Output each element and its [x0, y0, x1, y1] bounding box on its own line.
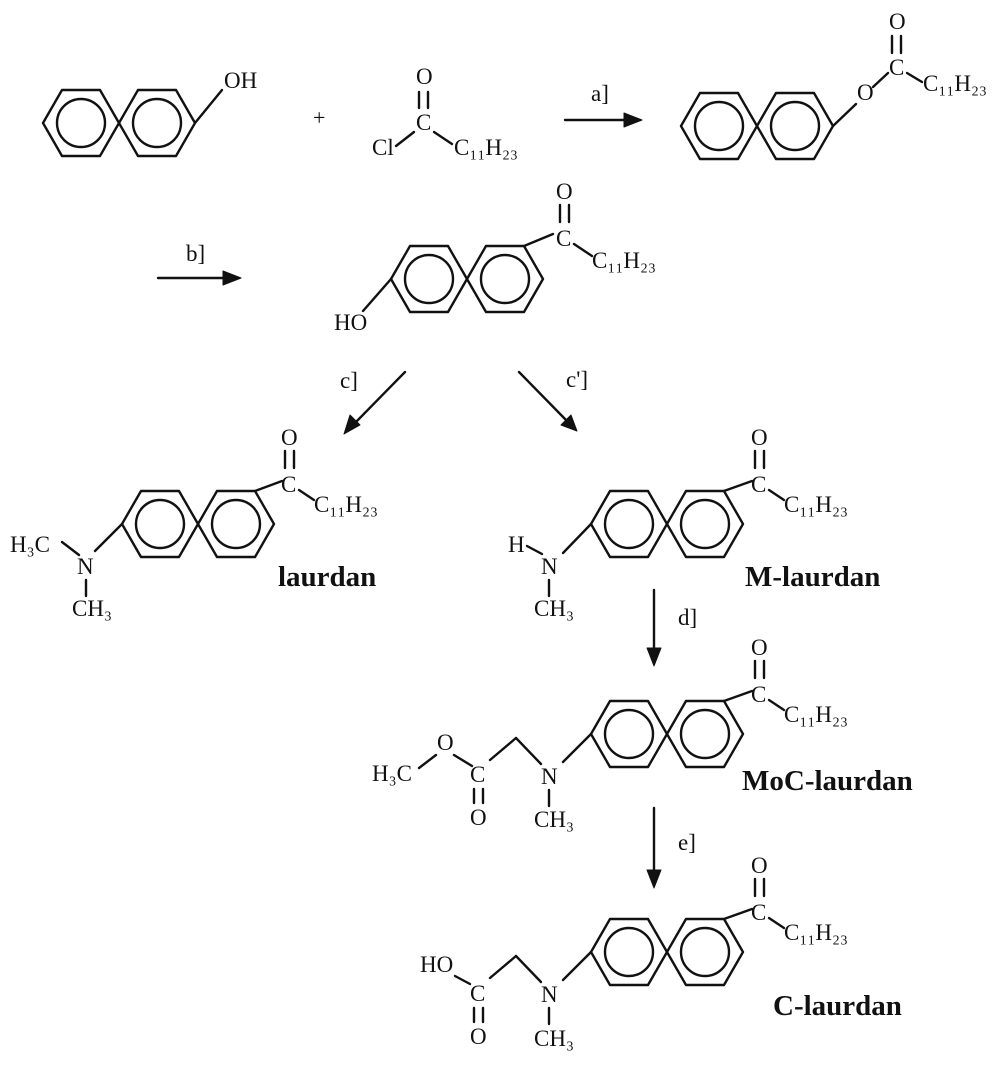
laurdan-ketone-carbon-label: C [281, 472, 296, 497]
c-laurdan-ketone-carbon-label: C [751, 900, 766, 925]
m-laurdan-ketone-oxygen-label: O [751, 425, 768, 450]
hydroxy-naphthyl-ketone: HO C O C₁₁H₂₃ [334, 179, 656, 335]
moc-laurdan-carbonyl-oxygen-label: O [470, 805, 487, 830]
m-laurdan-ketone-carbon-label: C [751, 472, 766, 497]
laurdan-ketone-oxygen-label: O [281, 425, 298, 450]
naphthyl-laurate-ester: O C O C₁₁H₂₃ [679, 9, 987, 161]
laurdan-alkyl-chain-label: C₁₁H₂₃ [314, 492, 378, 517]
m-laurdan-name: M-laurdan [745, 561, 880, 593]
c-laurdan-methyl-label: CH₃ [534, 1026, 574, 1051]
ketone-oxygen-label: O [556, 179, 573, 204]
moc-laurdan-ketone-oxygen-label: O [751, 635, 768, 660]
m-laurdan-hydrogen-label: H [508, 532, 525, 557]
m-laurdan-nitrogen-label: N [541, 554, 558, 579]
ester-carbonyl-oxygen-label: O [889, 9, 906, 34]
moc-laurdan-methyl-label: CH₃ [534, 807, 574, 832]
arrow-step-e: e] [646, 806, 696, 889]
c-laurdan-hydroxy-label: HO [420, 952, 453, 977]
moc-laurdan-carboxyl-carbon-label: C [470, 762, 485, 787]
c-laurdan-alkyl-chain-label: C₁₁H₂₃ [784, 920, 848, 945]
ester-alkyl-chain-label: C₁₁H₂₃ [923, 71, 987, 96]
laurdan-methyl-2-label: CH₃ [72, 596, 112, 621]
alkyl-chain-label: C₁₁H₂₃ [454, 135, 518, 160]
step-a-label: a] [591, 81, 609, 106]
laurdan-nitrogen-label: N [77, 554, 94, 579]
moc-laurdan-methoxy-label: H₃C [372, 761, 412, 786]
step-b-label: b] [186, 241, 205, 266]
laurdan-structure: N H₃C CH₃ C O C₁₁H₂₃ [10, 425, 378, 621]
m-laurdan-methyl-label: CH₃ [534, 596, 574, 621]
arrow-step-c: c] [340, 368, 407, 435]
ester-carbonyl-carbon-label: C [889, 55, 904, 80]
moc-laurdan-structure: N CH₃ C O O H₃C C O C₁₁H₂₃ [372, 635, 848, 832]
moc-laurdan-nitrogen-label: N [541, 764, 558, 789]
hydroxy-label: HO [334, 310, 367, 335]
c-laurdan-ketone-oxygen-label: O [751, 853, 768, 878]
carbonyl-carbon-label: C [416, 110, 431, 135]
step-c-prime-label: c'] [566, 367, 588, 392]
hydroxyl-label: OH [224, 68, 257, 93]
2-naphthol: OH [41, 68, 257, 158]
c-laurdan-carbonyl-oxygen-label: O [470, 1024, 487, 1049]
ketone-carbon-label: C [556, 226, 571, 251]
step-c-label: c] [340, 368, 358, 393]
moc-laurdan-ester-oxygen-label: O [437, 730, 454, 755]
arrow-step-b: b] [156, 241, 242, 286]
c-laurdan-carboxyl-carbon-label: C [470, 981, 485, 1006]
ketone-alkyl-chain-label: C₁₁H₂₃ [592, 248, 656, 273]
laurdan-methyl-1-label: H₃C [10, 532, 50, 557]
arrow-step-d: d] [646, 588, 697, 667]
carbonyl-oxygen-label: O [416, 64, 433, 89]
step-e-label: e] [678, 830, 696, 855]
c-laurdan-name: C-laurdan [773, 990, 902, 1022]
moc-laurdan-name: MoC-laurdan [742, 765, 913, 797]
moc-laurdan-alkyl-chain-label: C₁₁H₂₃ [784, 702, 848, 727]
arrow-step-c-prime: c'] [517, 367, 588, 432]
arrow-step-a: a] [563, 81, 643, 128]
ester-oxygen-label: O [857, 80, 874, 105]
moc-laurdan-ketone-carbon-label: C [751, 682, 766, 707]
lauroyl-chloride: O C Cl C₁₁H₂₃ [372, 64, 518, 160]
m-laurdan-alkyl-chain-label: C₁₁H₂₃ [784, 492, 848, 517]
c-laurdan-nitrogen-label: N [541, 982, 558, 1007]
chlorine-label: Cl [372, 135, 394, 160]
plus-sign: + [313, 105, 325, 130]
c-laurdan-structure: N CH₃ C O HO C O C₁₁H₂₃ [420, 853, 848, 1051]
laurdan-name: laurdan [278, 561, 376, 593]
step-d-label: d] [678, 605, 697, 630]
m-laurdan-structure: N H CH₃ C O C₁₁H₂₃ [508, 425, 848, 621]
